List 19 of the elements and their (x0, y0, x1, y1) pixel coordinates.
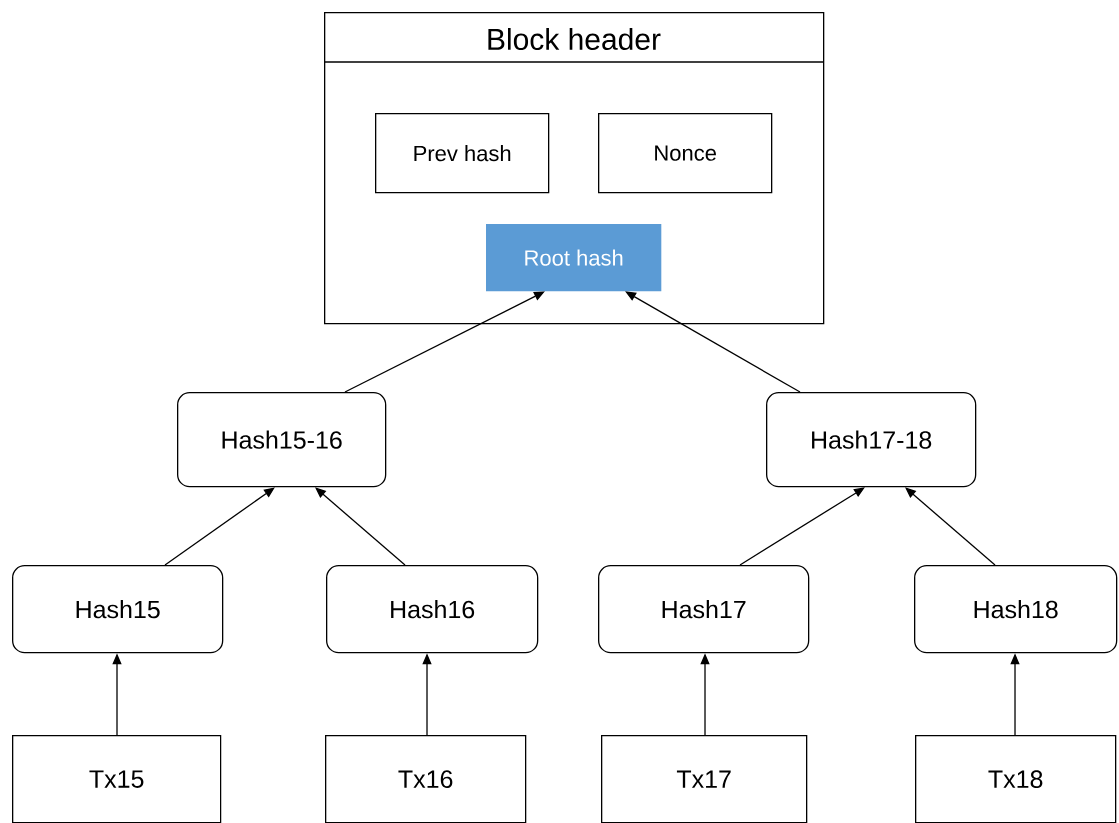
hash-box: Hash16 (326, 565, 539, 654)
process-box: Tx17 (601, 735, 808, 823)
process-box: Prev hash (375, 113, 550, 194)
hash-box: Hash17 (598, 565, 810, 654)
arrow (315, 487, 406, 566)
arrow (625, 291, 801, 393)
process-box: Tx18 (915, 735, 1117, 823)
hash-box: Hash15-16 (177, 392, 387, 488)
arrow (344, 291, 545, 393)
arrow (164, 487, 275, 566)
arrow (905, 487, 996, 566)
root-hash-box: Root hash (486, 224, 662, 292)
process-box: Tx15 (12, 735, 222, 823)
hash-box: Hash18 (914, 565, 1118, 654)
hash-box: Hash15 (12, 565, 224, 654)
arrow (739, 487, 865, 566)
process-box: Tx16 (325, 735, 527, 823)
process-box: Nonce (598, 113, 773, 194)
hash-box: Hash17-18 (766, 392, 977, 488)
